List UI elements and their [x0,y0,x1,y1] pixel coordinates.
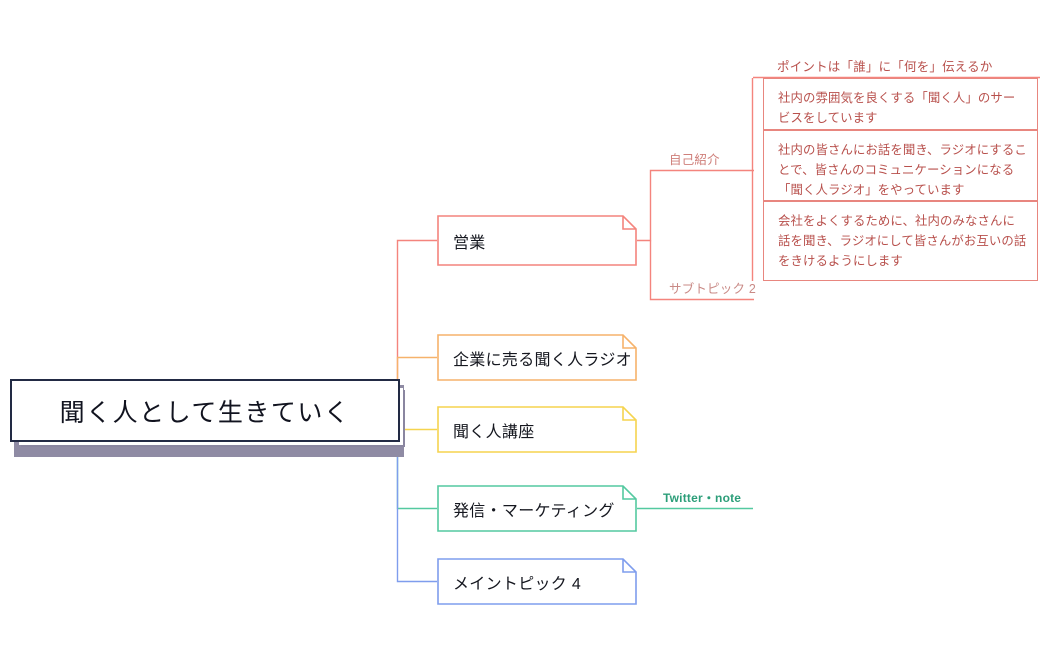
subtopic-label-jiko-shoukai: 自己紹介 [669,153,720,167]
topic-node-main-topic-4[interactable]: メイントピック 4 [437,558,637,605]
central-node[interactable]: 聞く人として生きていく [10,379,400,442]
connector-eigyou-to-jikoshoukai [637,169,754,242]
subtopic-label-subtopic-2: サブトピック 2 [669,282,757,296]
topic-label-eigyou: 営業 [453,234,486,252]
topic-node-kikuhito-kouza[interactable]: 聞く人講座 [437,406,637,453]
topic-node-kigyou-radio[interactable]: 企業に売る聞く人ラジオ [437,334,637,381]
topic-label-main-topic-4: メイントピック 4 [453,575,582,593]
central-node-label: 聞く人として生きていく [59,398,351,427]
detail-text-3: 会社をよくするために、社内のみなさんに話を聞き、ラジオにして皆さんがお互いの話を… [778,214,1027,269]
topic-label-kigyou-radio: 企業に売る聞く人ラジオ [453,351,632,369]
subtopic-jiko-shoukai[interactable]: 自己紹介 [651,142,756,171]
detail-text-1: 社内の雰囲気を良くする「聞く人」のサービスをしています [778,91,1016,126]
topic-label-hasshin-marketing: 発信・マーケティング [453,502,615,520]
note-label-point-note: ポイントは「誰」に「何を」伝えるか [777,60,993,74]
topic-node-eigyou[interactable]: 営業 [437,215,637,266]
detail-box-2[interactable]: 社内の皆さんにお話を聞き、ラジオにすることで、皆さんのコミュニケーションになる「… [763,130,1038,201]
note-point-note[interactable]: ポイントは「誰」に「何を」伝えるか [753,49,1040,78]
detail-text-2: 社内の皆さんにお話を聞き、ラジオにすることで、皆さんのコミュニケーションになる「… [778,143,1027,198]
topic-node-hasshin-marketing[interactable]: 発信・マーケティング [437,485,637,532]
topic-label-kikuhito-kouza: 聞く人講座 [453,423,535,441]
subtopic-twitter-note[interactable]: Twitter・note [637,480,755,509]
detail-box-1[interactable]: 社内の雰囲気を良くする「聞く人」のサービスをしています [763,78,1038,130]
subtopic-label-twitter-note: Twitter・note [663,491,742,505]
subtopic-subtopic-2[interactable]: サブトピック 2 [651,271,756,300]
detail-box-3[interactable]: 会社をよくするために、社内のみなさんに話を聞き、ラジオにして皆さんがお互いの話を… [763,201,1038,281]
